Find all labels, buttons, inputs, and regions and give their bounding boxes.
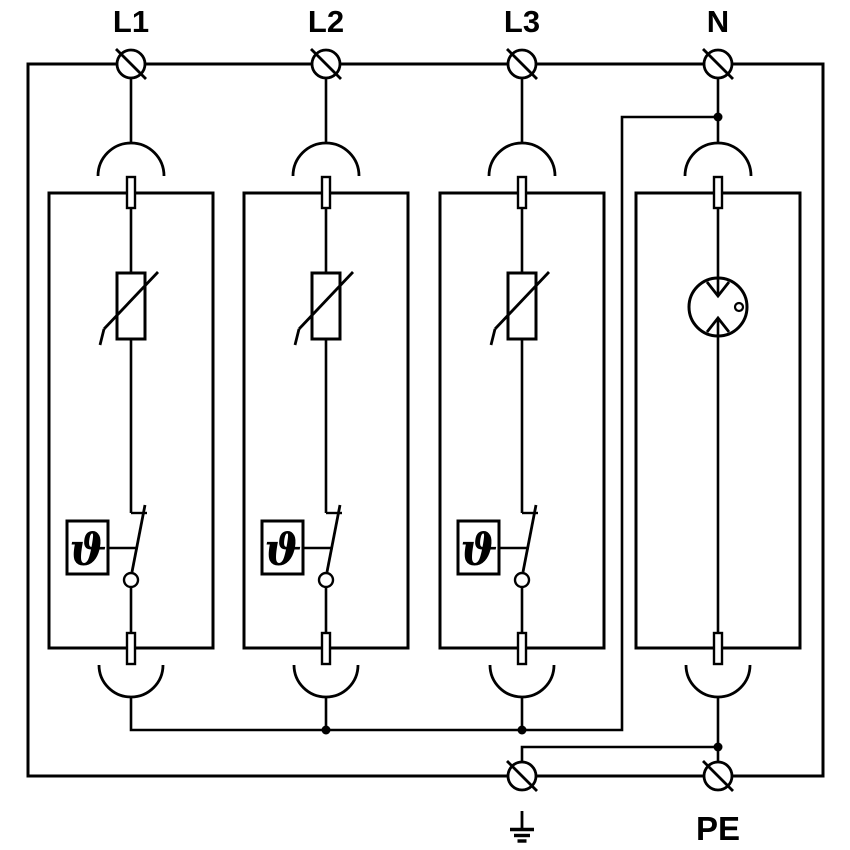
labels: L1 L2 L3 N PE [113, 4, 740, 847]
earth-to-pe-wire [520, 745, 718, 762]
spark-gap-dot [733, 301, 745, 313]
screw-terminal-icon-l2 [309, 47, 343, 81]
earth-ground-icon [510, 811, 534, 843]
module-n [634, 76, 802, 699]
label-l3: L3 [504, 4, 540, 39]
module-l3: ϑ [438, 76, 606, 699]
screw-terminal-icon-l1 [114, 47, 148, 81]
terminals [114, 47, 735, 793]
junction-dots [321, 112, 723, 752]
enclosure-border [26, 62, 825, 778]
label-n: N [707, 4, 729, 39]
screw-terminal-icon-earth [505, 759, 539, 793]
junction-dot-pe [713, 742, 723, 752]
module-l2: ϑ [242, 76, 410, 699]
wiring [129, 115, 720, 762]
thermal-icon: ϑ [460, 525, 497, 576]
screw-terminal-icon-n [701, 47, 735, 81]
junction-dot-n-top [713, 112, 723, 122]
thermal-icon: ϑ [264, 525, 301, 576]
label-l2: L2 [308, 4, 344, 39]
thermal-icon: ϑ [69, 525, 106, 576]
label-l1: L1 [113, 4, 149, 39]
junction-dot-l3-bus [517, 725, 527, 735]
screw-terminal-icon-pe [701, 759, 735, 793]
bottom-bus-to-n-wire [129, 115, 718, 732]
spark-gap-arrow-down [705, 281, 731, 299]
junction-dot-l2-bus [321, 725, 331, 735]
module-l1: ϑ [47, 76, 215, 699]
label-pe: PE [696, 810, 740, 847]
screw-terminal-icon-l3 [505, 47, 539, 81]
